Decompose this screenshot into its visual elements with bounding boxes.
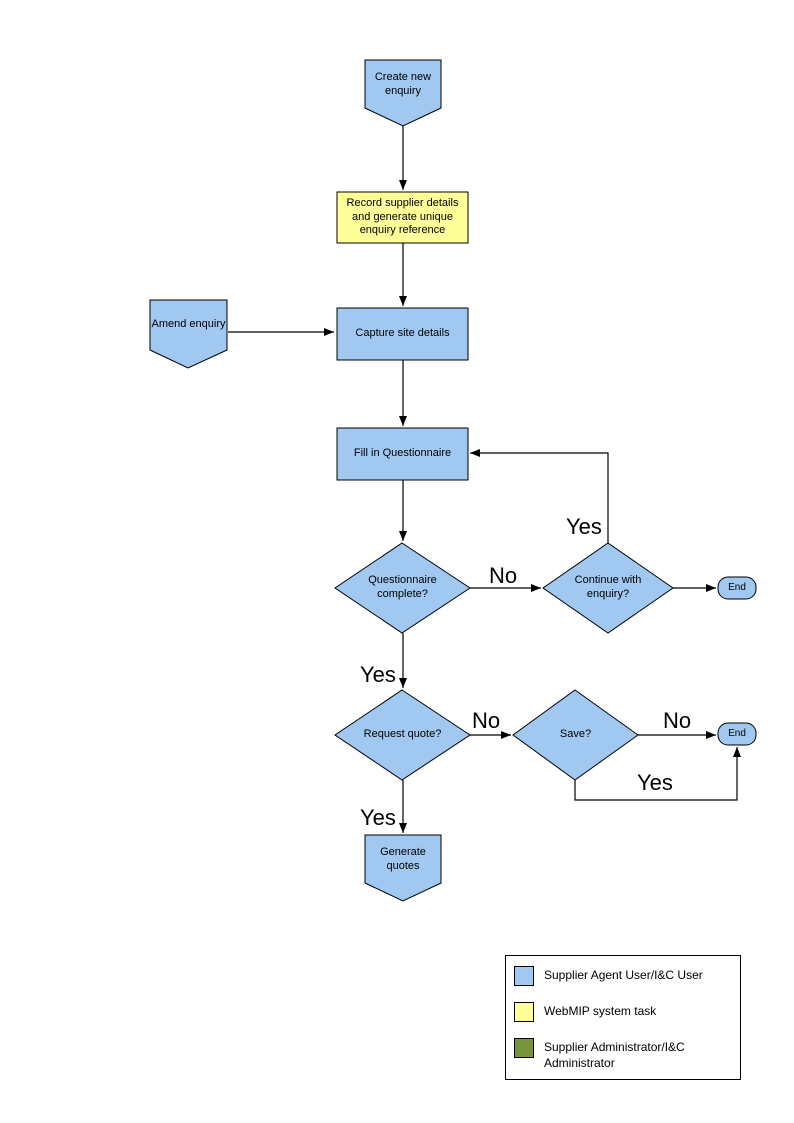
continue-with-enquiry-decision-shape <box>542 542 674 634</box>
legend-box: Supplier Agent User/I&C User WebMIP syst… <box>505 955 741 1080</box>
arrow-save-yes-to-end-bottom <box>574 747 741 801</box>
legend-label-admin-task: Supplier Administrator/I&C Administrator <box>544 1040 685 1070</box>
create-new-enquiry-shape <box>364 59 442 127</box>
legend-item-webmip-system-task: WebMIP system task <box>514 1002 732 1022</box>
end-top-terminator-shape <box>717 576 757 600</box>
request-quote-decision-shape <box>334 689 471 781</box>
legend-swatch-admin-task <box>514 1038 534 1058</box>
legend-item-supplier-administrator: Supplier Administrator/I&C Administrator <box>514 1038 732 1071</box>
legend-item-supplier-agent-user: Supplier Agent User/I&C User <box>514 966 732 986</box>
legend-label-user-task: Supplier Agent User/I&C User <box>544 968 703 982</box>
questionnaire-complete-decision-shape <box>334 542 471 634</box>
generate-quotes-shape <box>364 834 442 902</box>
legend-label-system-task: WebMIP system task <box>544 1004 657 1018</box>
amend-enquiry-shape <box>149 299 228 369</box>
arrow-continue-yes-to-fill <box>470 449 609 543</box>
legend-swatch-system-task <box>514 1002 534 1022</box>
fill-in-questionnaire-shape <box>336 427 469 481</box>
record-supplier-details-shape <box>336 191 469 244</box>
end-bottom-terminator-shape <box>717 722 757 746</box>
legend-swatch-user-task <box>514 966 534 986</box>
capture-site-details-shape <box>336 307 469 361</box>
save-decision-shape <box>512 689 639 781</box>
